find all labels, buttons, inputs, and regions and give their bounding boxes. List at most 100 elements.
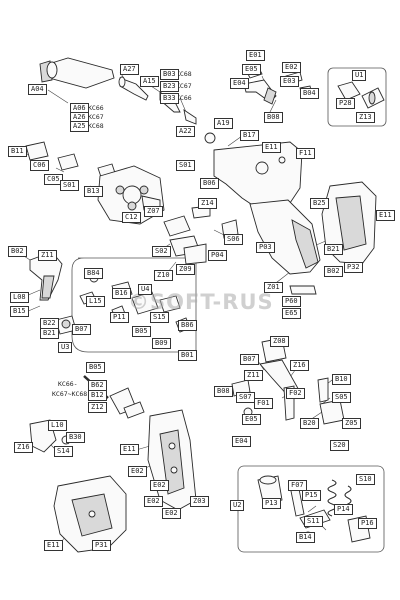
callout-e02c: E02: [150, 480, 169, 491]
callout-l08: L08: [10, 292, 29, 303]
callout-p31: P31: [92, 540, 111, 551]
variant-rod-kc67-68: KC67~KC68: [52, 390, 88, 398]
callout-b10: B10: [332, 374, 351, 385]
callout-f07: F07: [288, 480, 307, 491]
callout-z05: Z05: [342, 418, 361, 429]
callout-e04: E04: [230, 78, 249, 89]
callout-b30: B30: [66, 432, 85, 443]
lower-frame-drawing: [147, 409, 197, 511]
callout-a27: A27: [120, 64, 139, 75]
callout-e65: E65: [282, 308, 301, 319]
callout-z08: Z08: [270, 336, 289, 347]
callout-s06: S06: [224, 234, 243, 245]
callout-b01: B01: [178, 350, 197, 361]
callout-e02e: E02: [162, 508, 181, 519]
variant-rear-kc68: KC68: [176, 70, 192, 78]
variant-rear-kc67: KC67: [176, 82, 192, 90]
callout-b86: B86: [178, 320, 197, 331]
callout-u3: U3: [58, 342, 73, 353]
callout-p32: P32: [344, 262, 363, 273]
variant-barrel-kc67: KC67: [88, 113, 104, 121]
callout-s14: S14: [54, 446, 73, 457]
callout-b20: B20: [300, 418, 319, 429]
callout-a04: A04: [28, 84, 47, 95]
callout-p11: P11: [110, 312, 129, 323]
callout-e04b: E04: [232, 436, 251, 447]
callout-b04: B04: [300, 88, 319, 99]
callout-b21: B21: [324, 244, 343, 255]
callout-s05: S05: [332, 392, 351, 403]
variant-barrel-kc68: KC68: [88, 122, 104, 130]
callout-b05: B05: [132, 326, 151, 337]
inset-box-u1: [327, 67, 387, 127]
u1-parts-drawing: [337, 81, 385, 109]
variant-rear-kc66: KC66: [176, 94, 192, 102]
callout-b33: B33: [160, 93, 179, 104]
grip-drawing: [53, 475, 127, 553]
callout-z09: Z09: [176, 264, 195, 275]
callout-s20: S20: [330, 440, 349, 451]
frame-drawing: [213, 141, 321, 295]
callout-s11: S11: [304, 516, 323, 527]
callout-s07: S07: [236, 392, 255, 403]
variant-barrel-kc66: KC66: [88, 104, 104, 112]
callout-b11: B11: [8, 146, 27, 157]
callout-s01: S01: [176, 160, 195, 171]
callout-b17b: E11: [262, 142, 281, 153]
outer-barrel-drawing: [39, 57, 115, 89]
callout-b13: B13: [84, 186, 103, 197]
callout-p16: P16: [358, 518, 377, 529]
callout-p60: P60: [282, 296, 301, 307]
callout-z03: Z03: [190, 496, 209, 507]
callout-p15: P15: [302, 490, 321, 501]
callout-b02: B02: [324, 266, 343, 277]
callout-c07: Z07: [144, 206, 163, 217]
callout-z12: Z12: [88, 402, 107, 413]
callout-l15: L15: [86, 296, 105, 307]
callout-p28: P28: [336, 98, 355, 109]
callout-c05: C05: [44, 174, 63, 185]
callout-l10: L10: [48, 420, 67, 431]
callout-e02b: E02: [128, 466, 147, 477]
callout-b23: B23: [160, 81, 179, 92]
variant-rod-kc66: KC66-: [58, 380, 78, 388]
callout-e05: E05: [242, 64, 261, 75]
callout-c06: C06: [30, 160, 49, 171]
callout-z11b: Z11: [244, 370, 263, 381]
callout-b17: B17: [240, 130, 259, 141]
callout-e11b: E11: [376, 210, 395, 221]
callout-s02: S02: [152, 246, 171, 257]
callout-b25: B25: [310, 198, 329, 209]
callout-z07a: C12: [122, 212, 141, 223]
callout-e01: E01: [246, 50, 265, 61]
callout-u2: U2: [230, 500, 245, 511]
callout-e05b: E05: [242, 414, 261, 425]
callout-f01: F01: [254, 398, 273, 409]
callout-z10: Z10: [154, 270, 173, 281]
callout-z16: Z16: [290, 360, 309, 371]
callout-b09: B09: [152, 338, 171, 349]
callout-b15: B15: [10, 306, 29, 317]
callout-b12b: B12: [88, 390, 107, 401]
callout-e03: E03: [280, 76, 299, 87]
grip-panel-right-drawing: [321, 181, 377, 265]
callout-b02b: B02: [8, 246, 27, 257]
callout-z13: Z13: [356, 112, 375, 123]
callout-p13: P13: [262, 498, 281, 509]
callout-b08b: B08: [214, 386, 233, 397]
callout-z14: Z14: [198, 198, 217, 209]
callout-z01: Z01: [264, 282, 283, 293]
callout-s10: S10: [356, 474, 375, 485]
callout-f02: F02: [286, 388, 305, 399]
callout-u1: U1: [352, 70, 367, 81]
cylinder-drawing: [25, 141, 165, 225]
callout-a22: A22: [176, 126, 195, 137]
callout-b84: B84: [84, 268, 103, 279]
callout-a19: A19: [214, 118, 233, 129]
callout-e11d: E11: [44, 540, 63, 551]
callout-e11c: E11: [120, 444, 139, 455]
callout-b07b: B07: [240, 354, 259, 365]
callout-a25: A25: [70, 121, 89, 132]
